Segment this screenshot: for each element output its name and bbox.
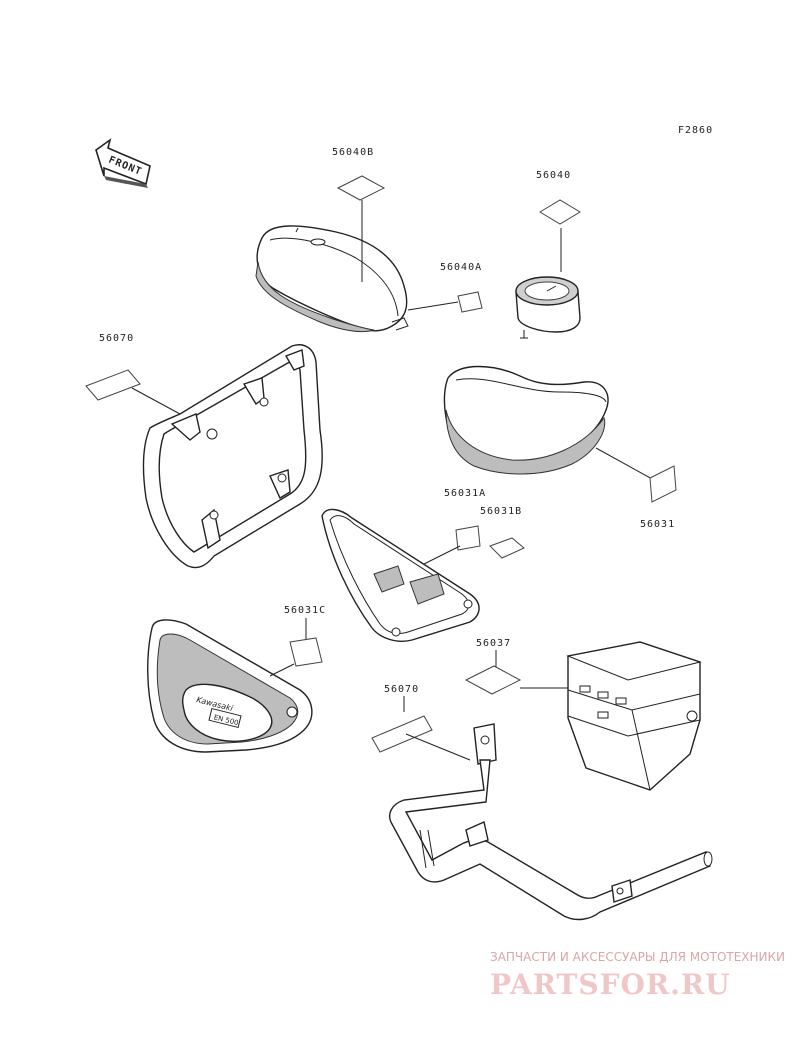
part-label-56040A: 56040A [440, 262, 482, 273]
part-label-56040B: 56040B [332, 147, 374, 158]
seat [443, 365, 609, 475]
decal-56037: 56037 [464, 638, 568, 695]
decal-56031C: 56031C [269, 605, 326, 677]
decal-56070-top: 56070 [85, 333, 181, 415]
side-cover-right [321, 508, 480, 642]
watermark-site: PARTSFOR.RU [490, 968, 731, 1001]
front-arrow-icon: FRONT [95, 138, 151, 188]
support-bar [388, 723, 713, 921]
part-label-56031B: 56031B [480, 506, 522, 517]
part-label-56070-top: 56070 [99, 333, 134, 344]
part-label-56031A: 56031A [444, 488, 486, 499]
fuel-tank [255, 225, 409, 333]
diagram-code: F2860 [678, 125, 713, 136]
part-label-56031C: 56031C [284, 605, 326, 616]
decal-56040B: 56040B [332, 147, 386, 282]
part-label-56070-bottom: 56070 [384, 684, 419, 695]
saddlebag [566, 641, 702, 791]
decal-56070-bottom: 56070 [371, 684, 471, 761]
watermark: ЗАПЧАСТИ И АКСЕССУАРЫ ДЛЯ МОТОТЕХНИКИ PA… [490, 950, 785, 1001]
part-label-56040: 56040 [536, 170, 571, 181]
part-label-56031: 56031 [640, 519, 675, 530]
decal-56031A: 56031A [423, 488, 486, 565]
part-label-56037: 56037 [476, 638, 511, 649]
decal-56031: 56031 [595, 447, 677, 530]
speedometer: 56040 [515, 170, 581, 339]
decal-56031B: 56031B [480, 506, 525, 559]
watermark-tagline: ЗАПЧАСТИ И АКСЕССУАРЫ ДЛЯ МОТОТЕХНИКИ [490, 950, 785, 964]
decal-56040A: 56040A [407, 262, 483, 313]
side-cover-left: Kawasaki EN 500 [147, 619, 313, 753]
rear-frame [142, 344, 323, 569]
